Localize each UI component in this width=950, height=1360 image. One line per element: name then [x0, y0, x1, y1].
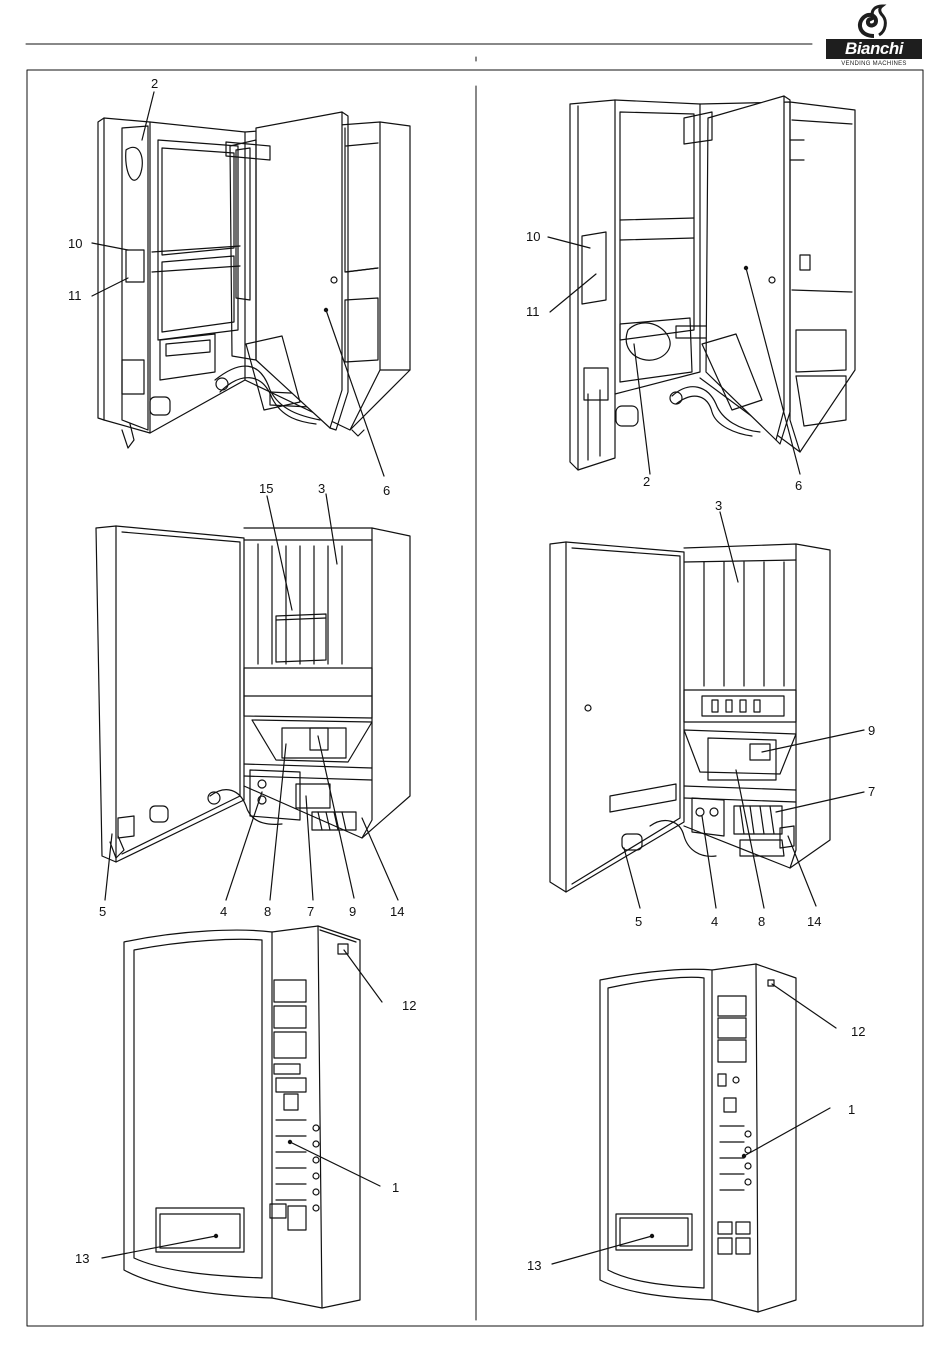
figure-6-callout-1: 1 — [848, 1102, 855, 1117]
figure-3-callout-9: 9 — [349, 904, 356, 919]
figure-3-callout-15: 15 — [259, 481, 273, 496]
figure-2-callout-6: 6 — [795, 478, 802, 493]
figure-4-callout-5: 5 — [635, 914, 642, 929]
figure-4-callout-8: 8 — [758, 914, 765, 929]
figure-3-callout-8: 8 — [264, 904, 271, 919]
figure-5-callout-13: 13 — [75, 1251, 89, 1266]
figure-2-callout-2: 2 — [643, 474, 650, 489]
figure-1-callout-6: 6 — [383, 483, 390, 498]
figure-4-callout-7: 7 — [868, 784, 875, 799]
figure-6-callout-13: 13 — [527, 1258, 541, 1273]
figure-4-callout-9: 9 — [868, 723, 875, 738]
figure-4-callout-4: 4 — [711, 914, 718, 929]
figure-1-callout-10: 10 — [68, 236, 82, 251]
figure-4-callout-14: 14 — [807, 914, 821, 929]
figure-1-callout-2: 2 — [151, 76, 158, 91]
figure-3-callout-5: 5 — [99, 904, 106, 919]
figure-front-right: 12 1 13 — [527, 964, 865, 1312]
figure-open-machine-left: 2 10 11 6 — [68, 76, 410, 498]
figure-3-callout-3: 3 — [318, 481, 325, 496]
figure-interior-right: 3 9 7 5 4 8 14 — [550, 498, 875, 929]
figure-open-machine-right: 10 11 2 6 — [526, 96, 855, 493]
figure-3-callout-4: 4 — [220, 904, 227, 919]
figure-1-callout-11: 11 — [68, 288, 82, 303]
figure-6-callout-12: 12 — [851, 1024, 865, 1039]
figure-3-callout-14: 14 — [390, 904, 404, 919]
figure-4-callout-3: 3 — [715, 498, 722, 513]
figure-interior-left: 15 3 5 4 8 7 9 14 — [96, 481, 410, 919]
figure-front-left: 12 1 13 — [75, 926, 416, 1308]
figure-2-callout-11: 11 — [526, 304, 540, 319]
figure-5-callout-12: 12 — [402, 998, 416, 1013]
figure-3-callout-7: 7 — [307, 904, 314, 919]
figure-5-callout-1: 1 — [392, 1180, 399, 1195]
figure-2-callout-10: 10 — [526, 229, 540, 244]
